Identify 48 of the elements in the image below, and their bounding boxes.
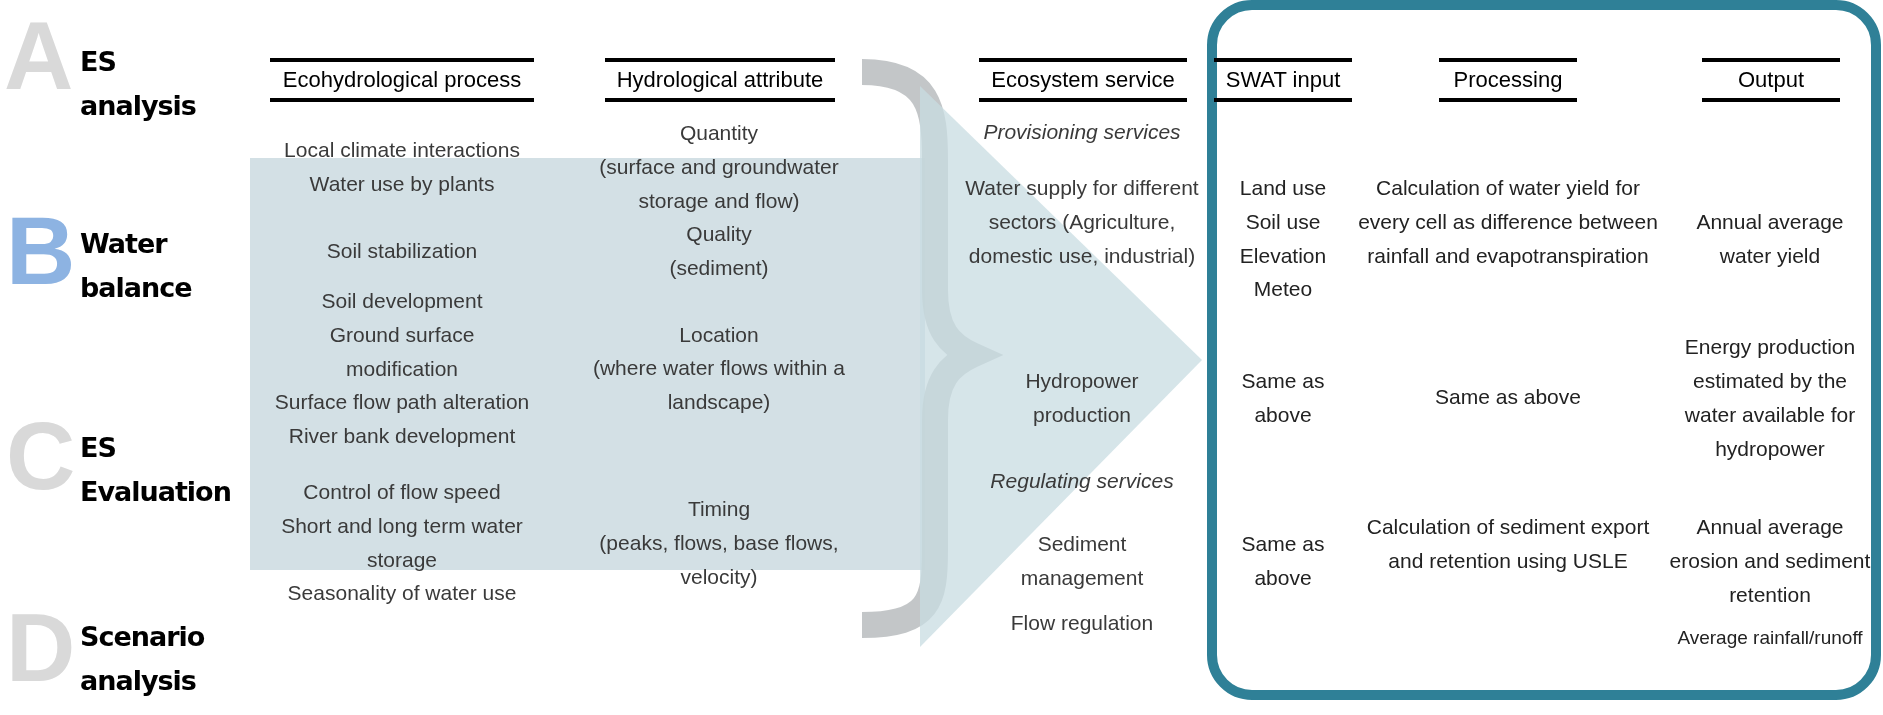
table-text: Same as above bbox=[1240, 368, 1326, 428]
column-header: Processing bbox=[1439, 58, 1577, 102]
table-text: Quality bbox=[686, 221, 752, 247]
table-text: Sediment management bbox=[1019, 531, 1145, 591]
table-text: Water supply for different sectors (Agriculture, domestic use, industrial) bbox=[964, 175, 1200, 269]
table-text: Flow regulation bbox=[1010, 610, 1154, 636]
table-text: Ground surface modification bbox=[328, 322, 476, 382]
table-text: Soil stabilization bbox=[326, 238, 478, 264]
table-text: Surface flow path alteration bbox=[274, 389, 530, 415]
column-header: SWAT input bbox=[1214, 58, 1352, 102]
table-text: Meteo bbox=[1253, 276, 1313, 302]
table-text: Same as above bbox=[1240, 531, 1326, 591]
table-text: Water use by plants bbox=[309, 171, 495, 197]
table-text: Location bbox=[679, 322, 759, 348]
column-header: Output bbox=[1702, 58, 1840, 102]
table-text: Land use bbox=[1239, 175, 1327, 201]
stage-label: Water balance bbox=[80, 227, 193, 305]
table-text: Soil development bbox=[321, 288, 483, 314]
table-text: Elevation bbox=[1239, 243, 1327, 269]
table-text: Control of flow speed bbox=[303, 479, 501, 505]
table-text: Hydropower production bbox=[1024, 368, 1140, 428]
table-text: (where water flows within a landscape) bbox=[591, 355, 847, 415]
table-text: Energy production estimated by the water available for hydropower bbox=[1683, 334, 1857, 462]
table-text: (sediment) bbox=[669, 255, 769, 281]
table-text: (peaks, flows, base flows, velocity) bbox=[598, 530, 840, 590]
table-text: Short and long term water storage bbox=[280, 513, 524, 573]
table-text: Calculation of water yield for every cell as difference between rainfall and evapotranspiration bbox=[1358, 175, 1658, 269]
step-letter: B bbox=[6, 215, 76, 287]
stage-label: Scenario analysis bbox=[80, 620, 206, 698]
category-label: Regulating services bbox=[990, 468, 1174, 494]
stage-label: ES Evaluation bbox=[80, 431, 232, 509]
table-text: Average rainfall/runoff bbox=[1677, 626, 1863, 650]
stage-label: ES analysis bbox=[80, 45, 197, 123]
table-text: Local climate interactions bbox=[284, 137, 520, 163]
column-header: Ecosystem service bbox=[979, 58, 1187, 102]
table-text: Soil use bbox=[1245, 209, 1321, 235]
table-text: River bank development bbox=[288, 423, 516, 449]
column-header: Hydrological attribute bbox=[605, 58, 835, 102]
table-text: (surface and groundwater storage and flow) bbox=[598, 154, 840, 214]
table-text: Calculation of sediment export and retention using USLE bbox=[1365, 514, 1651, 574]
column-header: Ecohydrological process bbox=[270, 58, 534, 102]
table-text: Timing bbox=[687, 496, 751, 522]
category-label: Provisioning services bbox=[983, 119, 1181, 145]
table-text: Same as above bbox=[1435, 384, 1581, 410]
table-text: Quantity bbox=[679, 120, 759, 146]
table-text: Annual average erosion and sediment retention bbox=[1668, 514, 1872, 608]
table-text: Annual average water yield bbox=[1695, 209, 1845, 269]
table-text: Seasonality of water use bbox=[287, 580, 517, 606]
